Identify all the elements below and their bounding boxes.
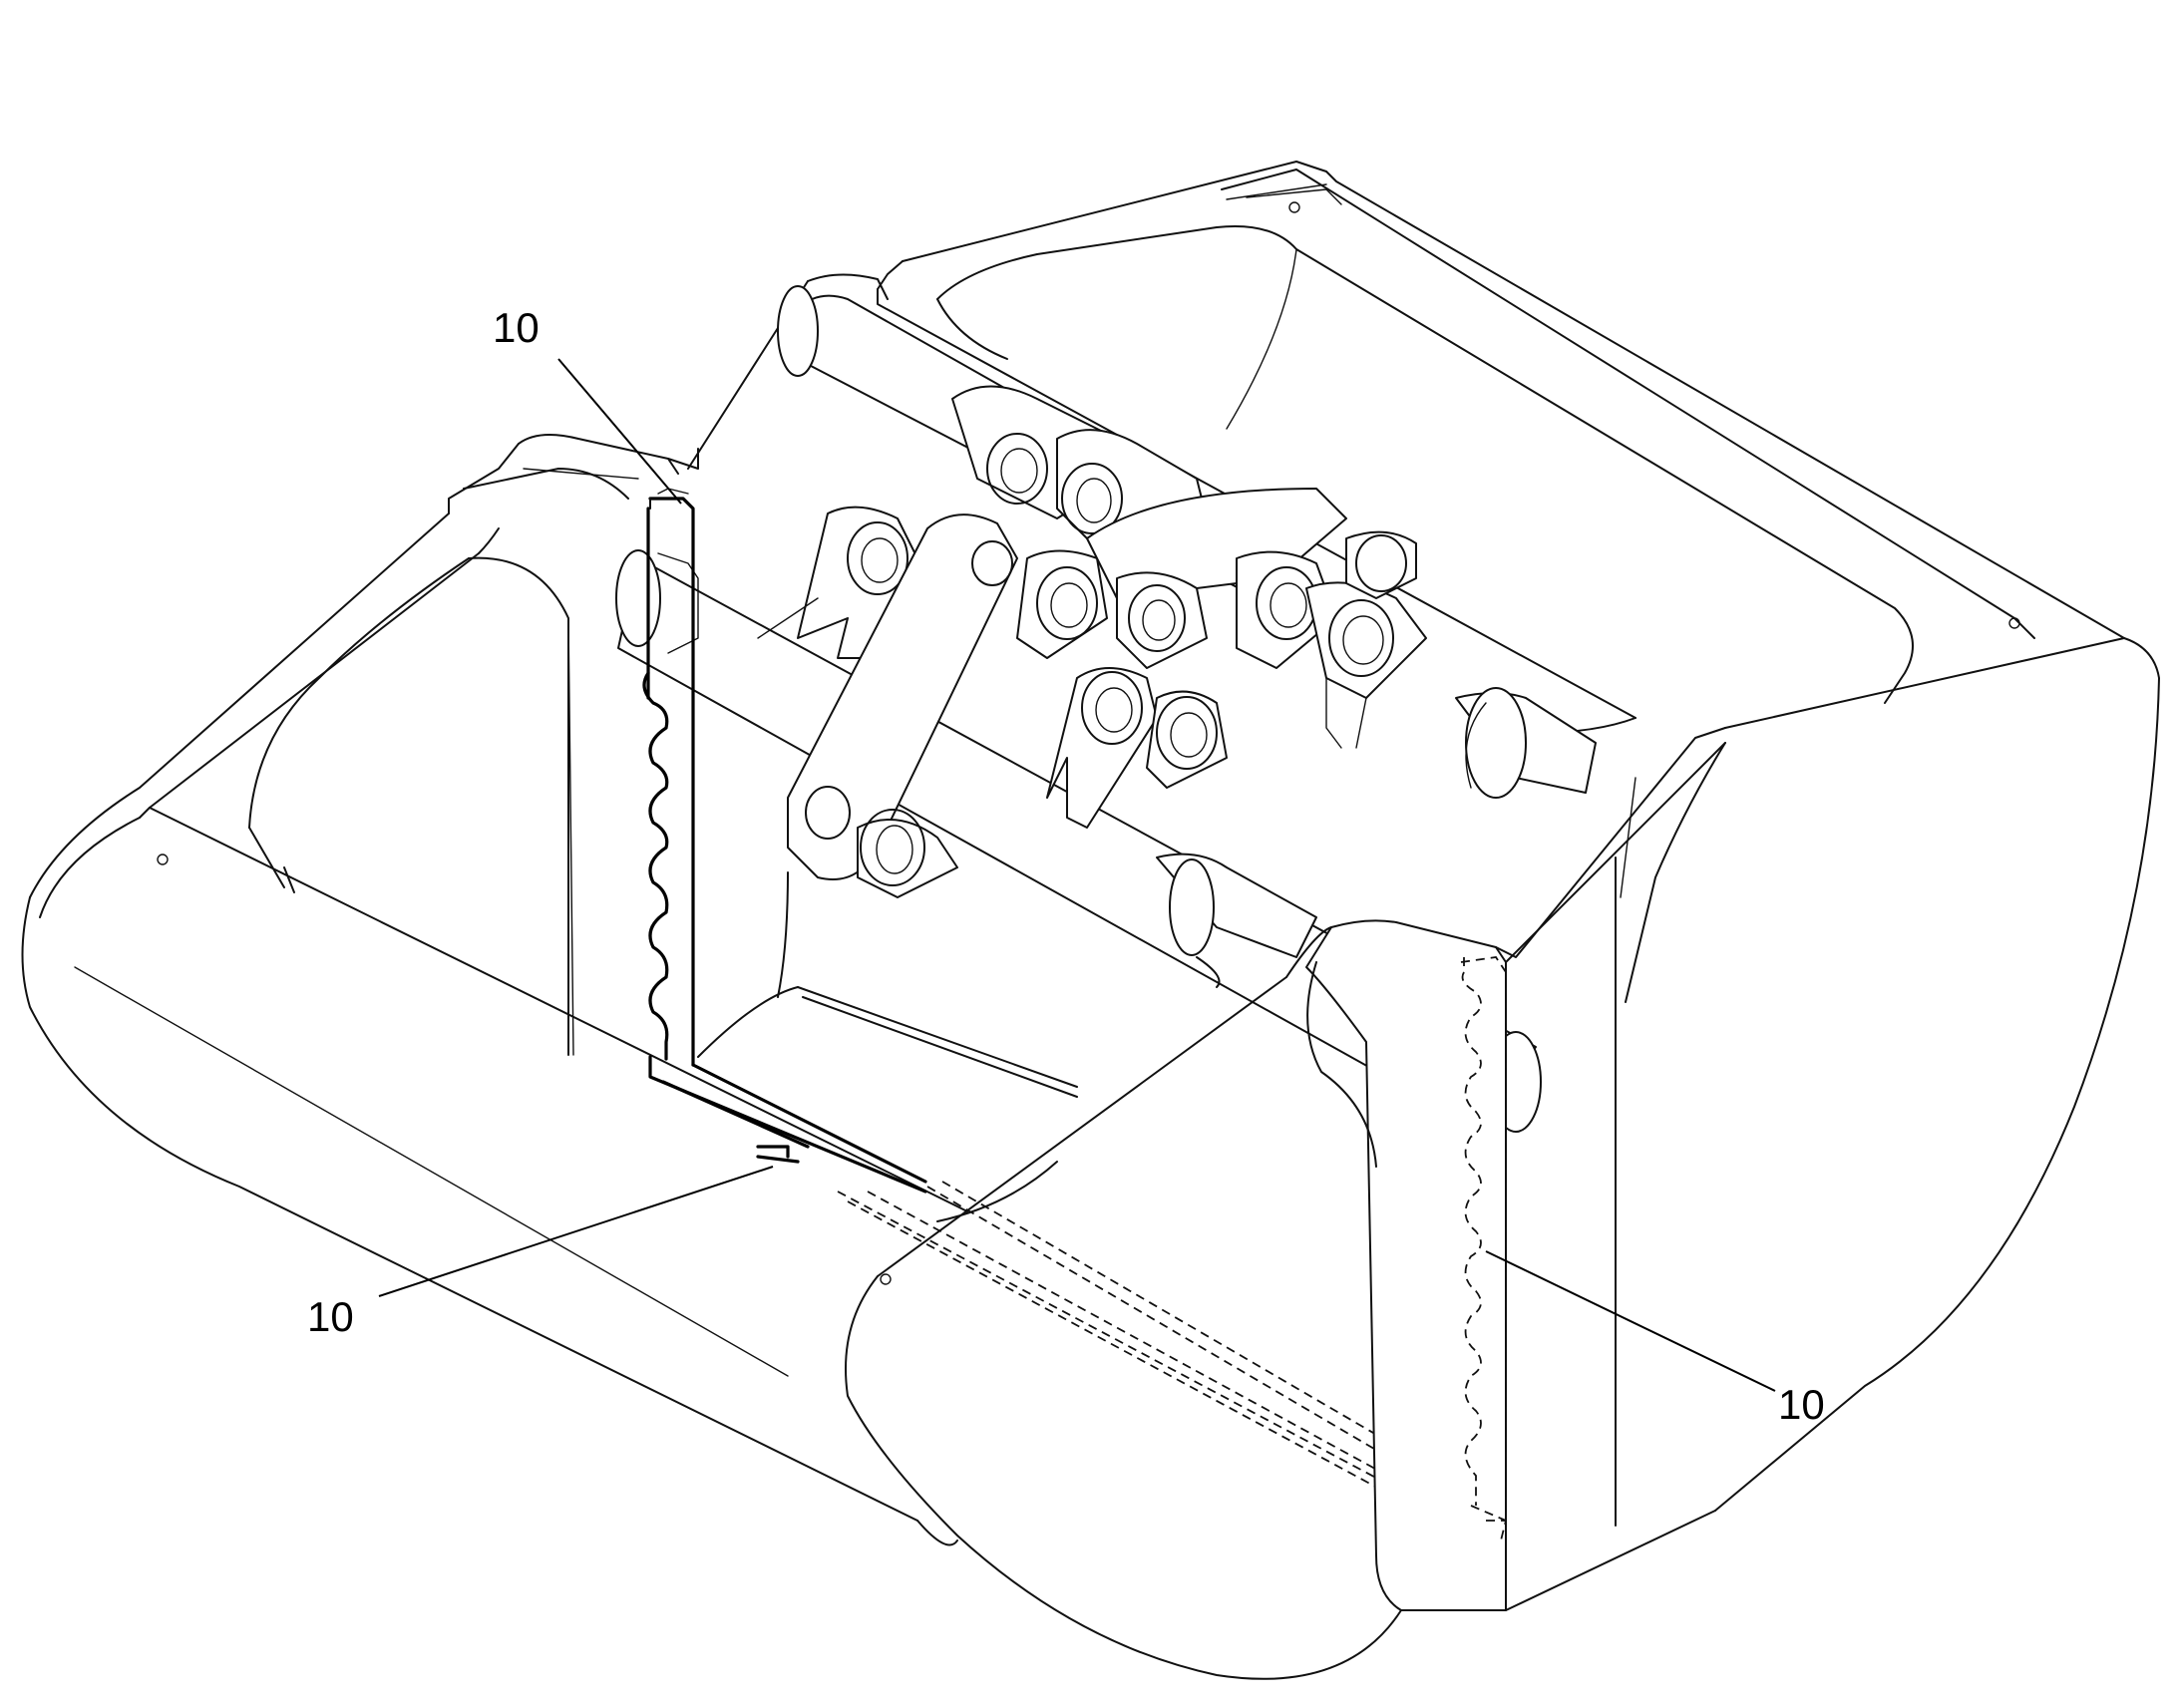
leader-lines bbox=[378, 358, 1776, 1392]
leader-line-right bbox=[1485, 1250, 1776, 1392]
bucket-floor bbox=[697, 871, 1221, 1222]
leader-line-bottom-left bbox=[378, 1166, 774, 1297]
bucket-right-side bbox=[845, 637, 2160, 1680]
label-10-top-left: 10 bbox=[493, 304, 540, 351]
reference-labels: 10 10 10 bbox=[307, 304, 1825, 1428]
leader-line-top-left bbox=[557, 358, 682, 505]
label-10-bottom-left: 10 bbox=[307, 1293, 354, 1340]
right-wear-plate bbox=[1460, 956, 1508, 1541]
left-wear-plate bbox=[642, 488, 927, 1194]
label-10-right: 10 bbox=[1778, 1381, 1825, 1428]
bucket-left-side bbox=[21, 273, 968, 1522]
linkage-lugs bbox=[757, 385, 1427, 898]
